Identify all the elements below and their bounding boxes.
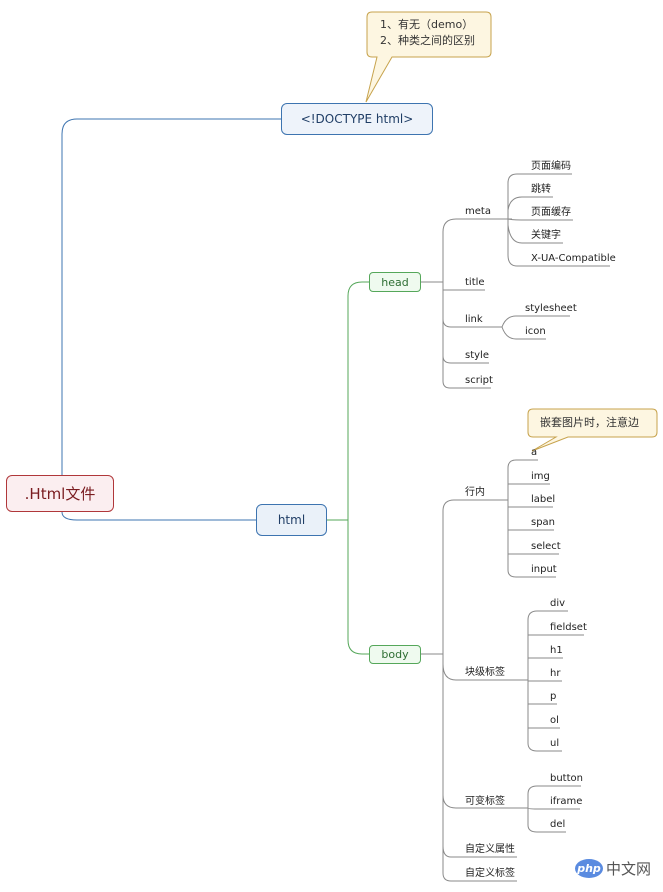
inline-child-4[interactable]: span [531, 517, 556, 528]
custom-attr-node[interactable]: 自定义属性 [465, 844, 515, 855]
inline-child-5[interactable]: select [531, 541, 561, 552]
html-node[interactable]: html [256, 504, 327, 536]
variable-node[interactable]: 可变标签 [465, 796, 505, 807]
inline-child-2[interactable]: img [531, 471, 550, 482]
root-node[interactable]: .Html文件 [6, 475, 114, 512]
link-node[interactable]: link [465, 314, 483, 325]
inline-child-3[interactable]: label [531, 494, 556, 505]
site-watermark: php 中文网 [575, 858, 651, 879]
block-child-6[interactable]: ol [550, 715, 559, 726]
block-child-7[interactable]: ul [550, 738, 560, 749]
custom-tag-node[interactable]: 自定义标签 [465, 868, 515, 879]
block-child-4[interactable]: hr [550, 668, 561, 679]
script-node[interactable]: script [465, 375, 493, 386]
block-child-1[interactable]: div [550, 598, 566, 609]
block-node[interactable]: 块级标签 [465, 667, 505, 678]
php-logo: php [575, 859, 603, 878]
meta-child-3[interactable]: 页面缓存 [531, 207, 571, 218]
connector-html-children [327, 281, 369, 655]
link-child-1[interactable]: stylesheet [525, 303, 577, 314]
callout-inline-shape [527, 408, 658, 452]
inline-node[interactable]: 行内 [465, 487, 485, 498]
body-connectors [421, 459, 584, 882]
inline-note: 嵌套图片时，注意边 [540, 416, 639, 429]
meta-child-1[interactable]: 页面编码 [531, 161, 571, 172]
block-child-5[interactable]: p [550, 691, 557, 702]
meta-child-5[interactable]: X-UA-Compatible [531, 253, 616, 264]
head-node[interactable]: head [369, 272, 421, 292]
connector-root-html [61, 511, 256, 521]
connector-root-doctype [61, 118, 281, 475]
variable-child-1[interactable]: button [550, 773, 583, 784]
style-node[interactable]: style [465, 350, 489, 361]
block-child-2[interactable]: fieldset [550, 622, 587, 633]
title-node[interactable]: title [465, 277, 485, 288]
doctype-note-line-1: 1、有无（demo） [380, 18, 474, 31]
meta-child-2[interactable]: 跳转 [531, 184, 551, 195]
meta-child-4[interactable]: 关键字 [531, 230, 561, 241]
body-node[interactable]: body [369, 645, 421, 664]
doctype-node[interactable]: <!DOCTYPE html> [281, 103, 433, 135]
inline-child-1[interactable]: a [531, 447, 538, 458]
doctype-note-line-2: 2、种类之间的区别 [380, 34, 475, 47]
link-child-2[interactable]: icon [525, 326, 546, 337]
head-connectors [421, 173, 610, 389]
inline-child-6[interactable]: input [531, 564, 557, 575]
meta-node[interactable]: meta [465, 206, 491, 217]
callout-doctype-shape [365, 11, 492, 103]
variable-child-2[interactable]: iframe [550, 796, 583, 807]
watermark-text: 中文网 [606, 860, 652, 878]
variable-child-3[interactable]: del [550, 819, 566, 830]
block-child-3[interactable]: h1 [550, 645, 563, 656]
